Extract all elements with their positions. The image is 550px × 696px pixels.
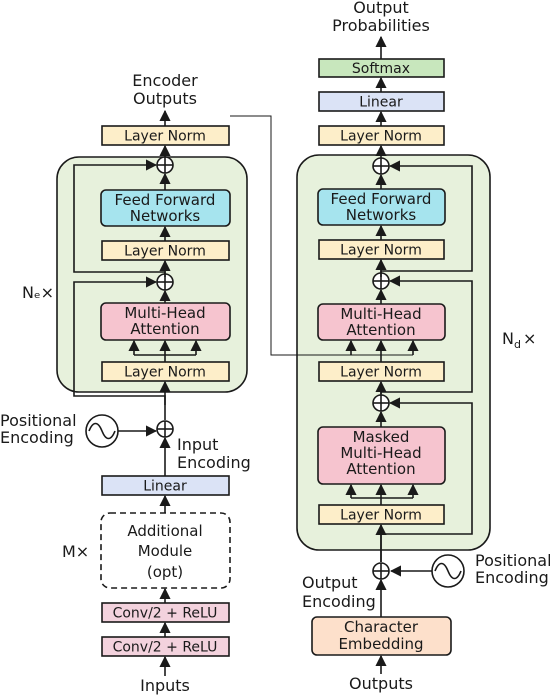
decoder-output-add bbox=[372, 562, 390, 580]
additional-module-label-1: Additional bbox=[127, 522, 202, 540]
encoder-ffn-label-1: Feed Forward bbox=[115, 191, 216, 209]
decoder-ffn-add bbox=[372, 157, 390, 175]
encoder-sine-wave-icon bbox=[85, 414, 119, 448]
encoder-input-add bbox=[156, 420, 174, 438]
decoder-masked-label-3: Attention bbox=[346, 460, 415, 478]
additional-module-label-2: Module bbox=[138, 542, 193, 560]
decoder-top-layer-norm-label: Layer Norm bbox=[340, 129, 422, 145]
output-probabilities-label-1: Output bbox=[353, 0, 409, 17]
outputs-label: Outputs bbox=[349, 674, 413, 693]
output-encoding-label-1: Output bbox=[302, 573, 358, 592]
conv-relu-bottom-label: Conv/2 + ReLU bbox=[113, 640, 218, 656]
encoder-attn-layer-norm-label: Layer Norm bbox=[124, 365, 206, 381]
decoder-masked-label-2: Multi-Head bbox=[340, 444, 421, 462]
encoder-positional-label-1: Positional bbox=[0, 411, 77, 430]
encoder-ffn-residual bbox=[73, 159, 166, 277]
encoder-attn-label-2: Attention bbox=[130, 320, 199, 338]
decoder-ffn-layer-norm-label: Layer Norm bbox=[340, 243, 422, 259]
encoder-ffn-label-2: Networks bbox=[130, 207, 201, 225]
encoder-positional-label-2: Encoding bbox=[0, 428, 74, 447]
decoder-positional-label-1: Positional bbox=[475, 551, 550, 570]
decoder-softmax-label: Softmax bbox=[352, 61, 410, 77]
input-encoding-label-2: Encoding bbox=[177, 453, 251, 472]
encoder-top-layer-norm-label: Layer Norm bbox=[124, 129, 206, 145]
encoder-repeat-label: Nₑ× bbox=[22, 283, 54, 302]
conv-relu-top-label: Conv/2 + ReLU bbox=[113, 606, 218, 622]
character-embedding-label-1: Character bbox=[344, 618, 419, 636]
decoder-masked-label-1: Masked bbox=[353, 428, 410, 446]
decoder-cross-layer-norm-label: Layer Norm bbox=[340, 365, 422, 381]
decoder-cross-qkv-arrows bbox=[345, 339, 419, 362]
output-probabilities-label-2: Probabilities bbox=[332, 16, 430, 35]
decoder-ffn-label-2: Networks bbox=[346, 206, 417, 224]
character-embedding-label-2: Embedding bbox=[338, 635, 423, 653]
decoder-sine-wave-icon bbox=[431, 554, 465, 588]
encoder-outputs-label-1: Encoder bbox=[132, 71, 198, 90]
inputs-label: Inputs bbox=[140, 676, 190, 695]
decoder-positional-label-2: Encoding bbox=[475, 568, 549, 587]
decoder-masked-layer-norm-label: Layer Norm bbox=[340, 508, 422, 524]
decoder-ffn-residual bbox=[380, 160, 473, 277]
encoder-outputs-label-2: Outputs bbox=[133, 89, 197, 108]
encoder-ffn-add bbox=[156, 156, 174, 174]
decoder-cross-attn-label-1: Multi-Head bbox=[340, 305, 421, 323]
decoder-masked-add bbox=[372, 394, 390, 412]
encoder-ffn-layer-norm-label: Layer Norm bbox=[124, 244, 206, 260]
encoder-to-decoder-line bbox=[230, 115, 413, 356]
encoder-attn-label-1: Multi-Head bbox=[124, 304, 205, 322]
output-encoding-label-2: Encoding bbox=[302, 592, 376, 611]
decoder-masked-qkv-arrows bbox=[345, 483, 419, 505]
decoder-repeat-label: Nd× bbox=[502, 329, 536, 351]
input-encoding-label-1: Input bbox=[177, 435, 218, 454]
encoder-linear-label: Linear bbox=[143, 479, 187, 495]
additional-module-label-3: (opt) bbox=[147, 563, 183, 581]
decoder-ffn-label-1: Feed Forward bbox=[331, 190, 432, 208]
module-repeat-label: M× bbox=[62, 542, 89, 561]
decoder-linear-label: Linear bbox=[359, 95, 403, 111]
encoder-qkv-arrows bbox=[128, 339, 202, 362]
decoder-cross-attn-label-2: Attention bbox=[346, 321, 415, 339]
